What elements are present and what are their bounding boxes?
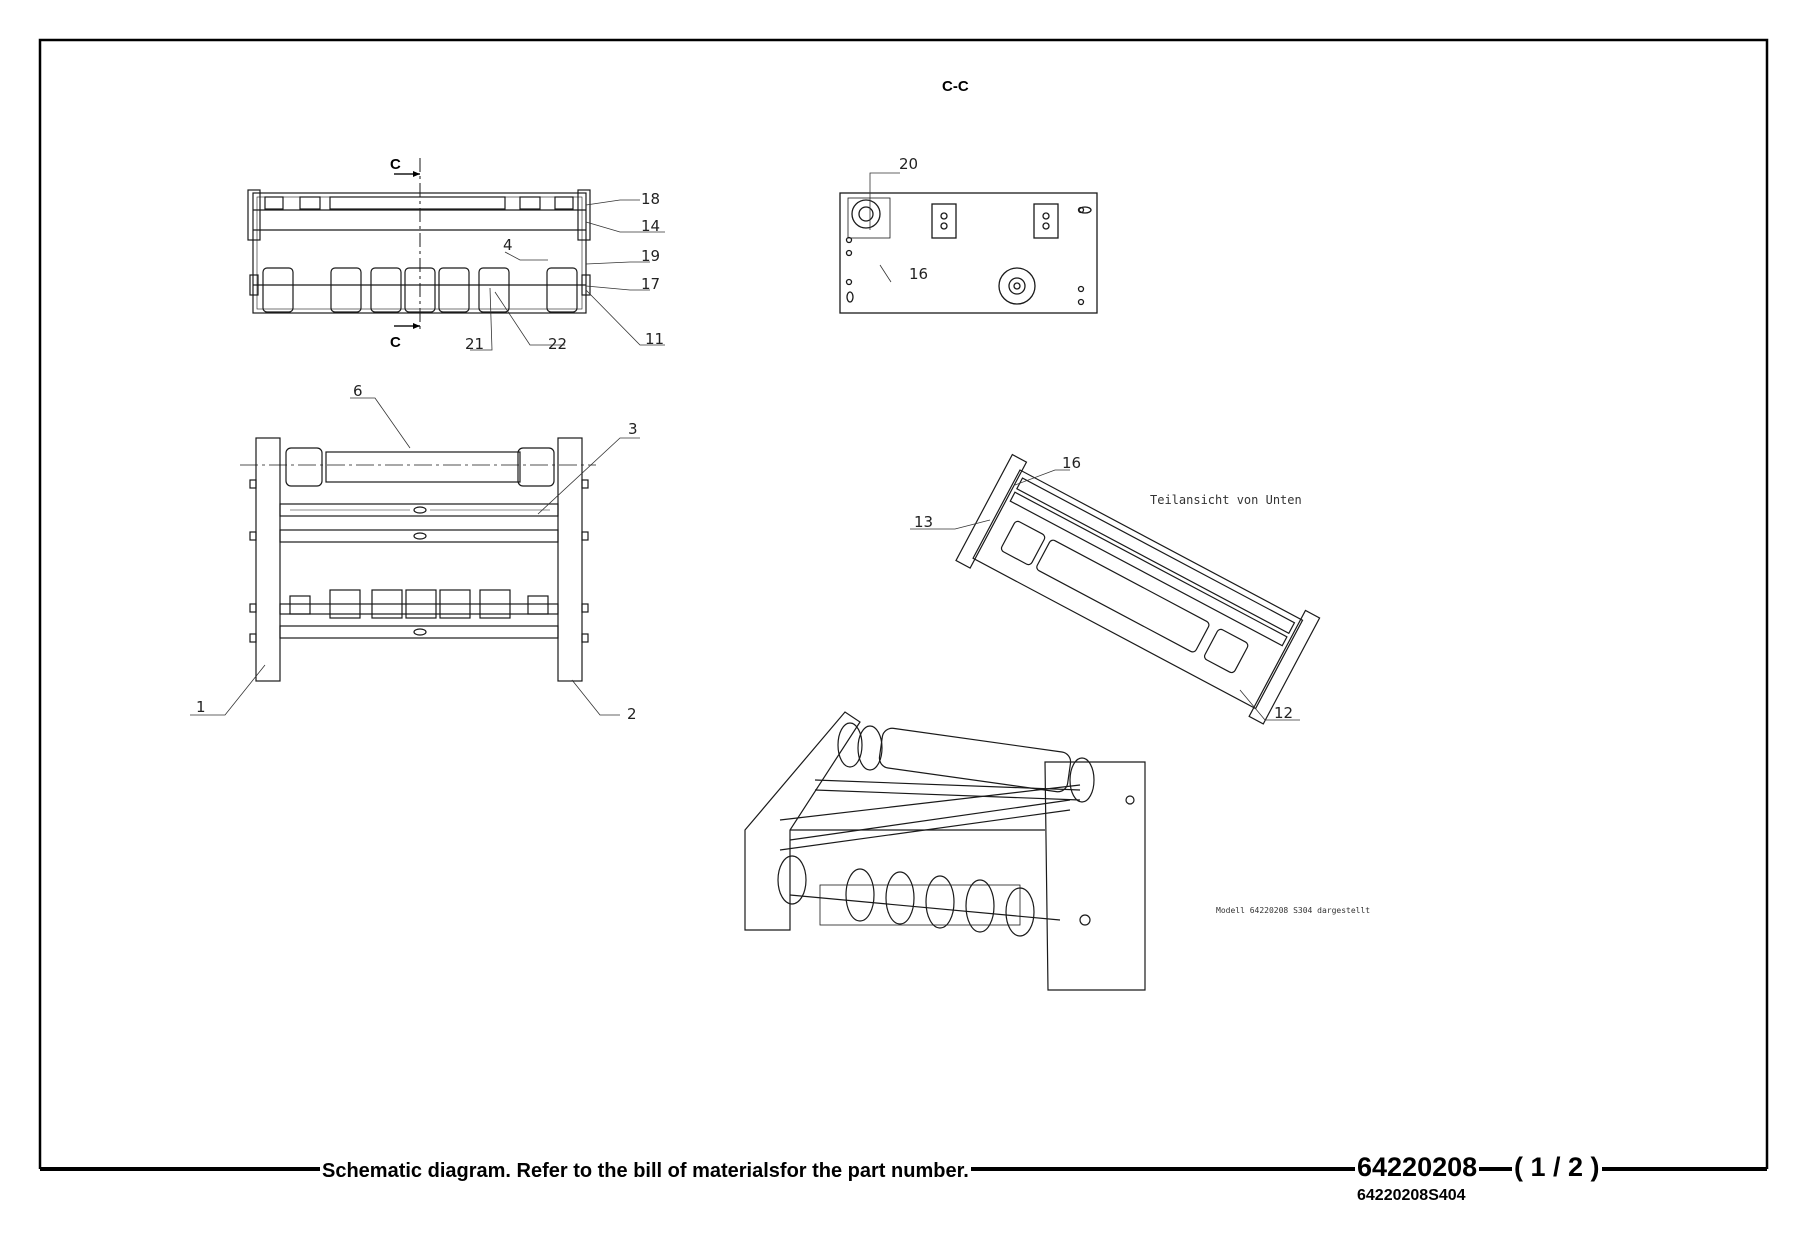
part-label-4: 4 <box>503 236 513 254</box>
part-label-14: 14 <box>641 217 660 235</box>
footer-caption: Schematic diagram. Refer to the bill of … <box>320 1160 971 1183</box>
part-label-19: 19 <box>641 247 660 265</box>
section-title: C-C <box>942 78 969 95</box>
drawing-number: 64220208 <box>1355 1152 1480 1183</box>
page-indicator: ( 1 / 2 ) <box>1512 1152 1602 1183</box>
leader-lines <box>190 172 1300 721</box>
section-marker-bottom: C <box>390 334 401 351</box>
part-label-2: 2 <box>627 705 637 723</box>
part-label-13: 13 <box>914 513 933 531</box>
part-labels: 18 14 19 17 11 4 22 21 6 3 1 2 20 16 16 … <box>196 155 1293 723</box>
part-label-21: 21 <box>465 335 484 353</box>
part-label-1: 1 <box>196 698 206 716</box>
part-label-3: 3 <box>628 420 638 438</box>
part-label-12: 12 <box>1274 704 1293 722</box>
part-label-17: 17 <box>641 275 660 293</box>
part-label-16-section: 16 <box>909 265 928 283</box>
drawing-sub-number: 64220208S404 <box>1357 1187 1466 1205</box>
part-label-11: 11 <box>645 330 664 348</box>
partial-bottom-view <box>955 453 1321 725</box>
partial-view-note: Teilansicht von Unten <box>1150 493 1302 507</box>
front-view <box>240 437 596 682</box>
part-label-6: 6 <box>353 382 363 400</box>
top-view <box>247 158 591 330</box>
part-label-22: 22 <box>548 335 567 353</box>
part-label-20: 20 <box>899 155 918 173</box>
part-label-16-partial: 16 <box>1062 454 1081 472</box>
section-marker-top: C <box>390 156 401 173</box>
part-label-18: 18 <box>641 190 660 208</box>
isometric-view <box>744 711 1146 991</box>
section-view <box>839 192 1098 314</box>
model-note: Modell 64220208 S304 dargestellt <box>1216 906 1370 915</box>
